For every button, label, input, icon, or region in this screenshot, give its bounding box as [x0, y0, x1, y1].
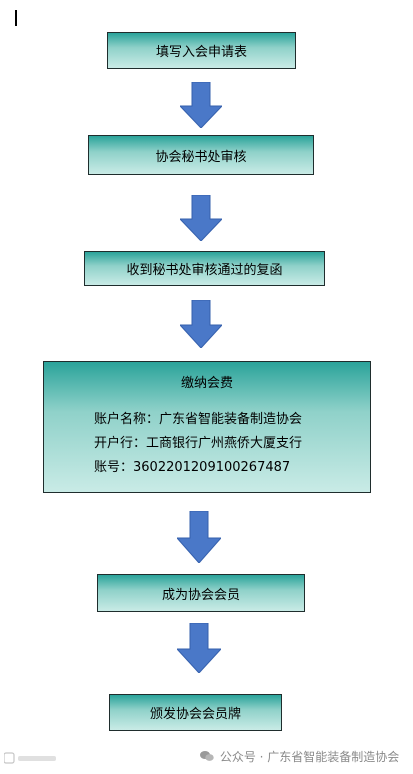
fee-account-number: 账号：3602201209100267487 [94, 460, 291, 475]
step-issue-member-plaque-label: 颁发协会会员牌 [149, 707, 241, 722]
step-become-member-label: 成为协会会员 [161, 587, 240, 603]
step-receive-approval-letter-label: 收到秘书处审核通过的复函 [126, 263, 283, 278]
watermark-logo-icon [4, 752, 56, 764]
fee-account-name: 账户名称：广东省智能装备制造协会 [94, 412, 303, 427]
step-fill-application-label: 填写入会申请表 [155, 45, 247, 60]
step-issue-member-plaque: 颁发协会会员牌 [109, 694, 282, 731]
wechat-icon [200, 751, 214, 761]
fee-bank: 开户行：工商银行广州燕侨大厦支行 [94, 436, 303, 451]
arrow-down-icon [180, 300, 222, 348]
step-secretariat-review: 协会秘书处审核 [88, 135, 314, 175]
step-receive-approval-letter: 收到秘书处审核通过的复函 [84, 251, 325, 286]
arrow-down-icon [180, 195, 222, 241]
text-cursor [15, 10, 17, 26]
step-pay-fees: 缴纳会费 账户名称：广东省智能装备制造协会 开户行：工商银行广州燕侨大厦支行 账… [43, 361, 371, 493]
step-fill-application: 填写入会申请表 [107, 32, 296, 69]
arrow-down-icon [180, 82, 222, 128]
step-pay-fees-title: 缴纳会费 [180, 376, 233, 391]
step-become-member: 成为协会会员 [97, 574, 305, 612]
footer-attribution: 公众号 · 广东省智能装备制造协会 [200, 748, 399, 765]
step-secretariat-review-label: 协会秘书处审核 [155, 149, 247, 165]
arrow-down-icon [177, 623, 221, 673]
footer-text: 公众号 · 广东省智能装备制造协会 [219, 750, 400, 764]
arrow-down-icon [177, 511, 221, 563]
